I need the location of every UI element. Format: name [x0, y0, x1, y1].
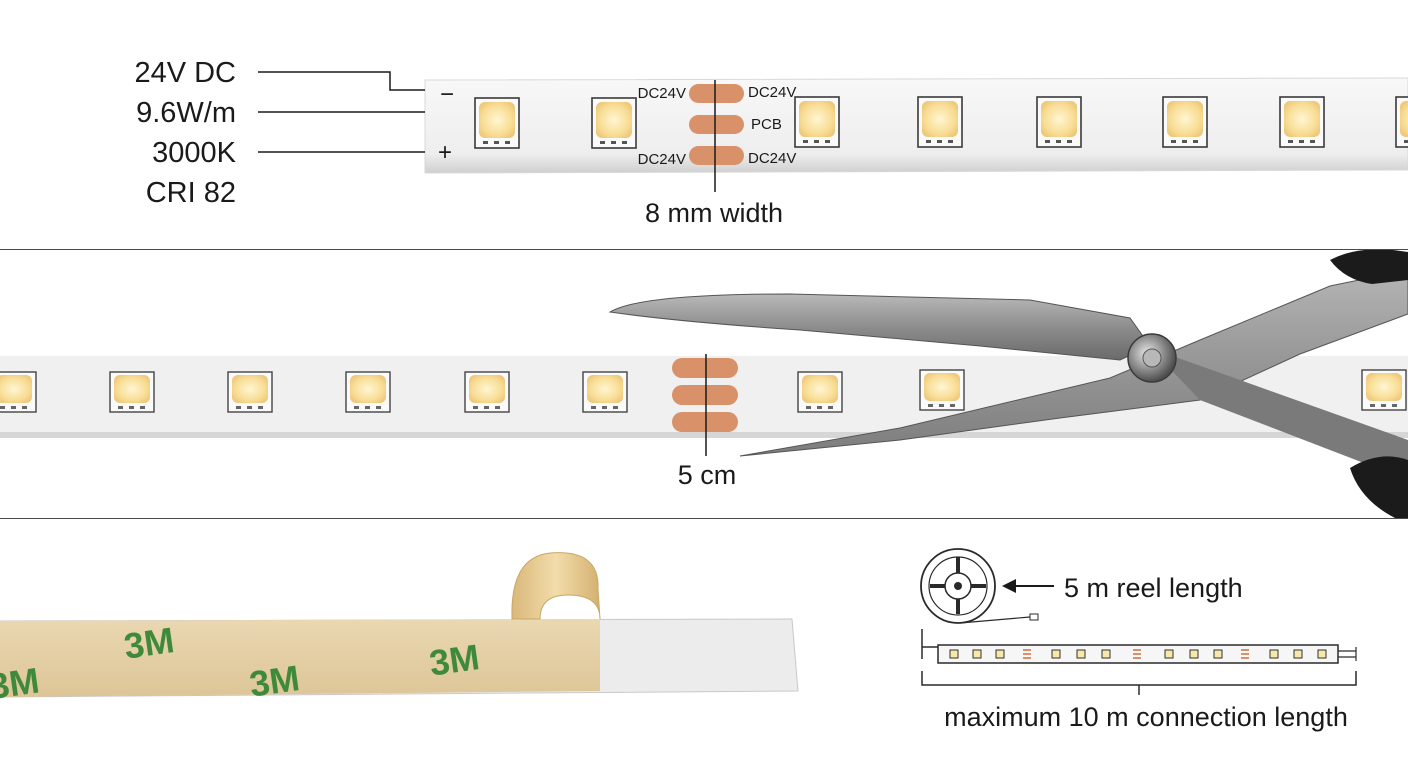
cut-diagram: 5 cm [0, 250, 1408, 518]
solder-pad [689, 146, 744, 165]
adhesive-tape-liner [0, 619, 600, 697]
solder-pad [689, 115, 744, 134]
led-chip [345, 371, 391, 413]
spec-diagram: DC24V DC24V PCB DC24V DC24V − + 24V DC 9… [134, 57, 1408, 228]
tape-brand-logo: 3M [247, 657, 302, 705]
plus-symbol: + [438, 139, 452, 166]
pad-label-top-left: DC24V [638, 85, 686, 102]
solder-pad [689, 84, 744, 103]
tape-brand-logo: 3M [0, 659, 42, 707]
solder-pad [672, 412, 738, 432]
solder-pad [672, 385, 738, 405]
tape-brand-logo: 3M [121, 619, 176, 667]
led-chip [1036, 96, 1082, 148]
color-temp-label: 3000K [152, 137, 237, 169]
led-chip [1162, 96, 1208, 148]
led-strip-top [424, 77, 1408, 174]
spec-panel: DC24V DC24V PCB DC24V DC24V − + 24V DC 9… [0, 0, 1408, 250]
scissors-lower-blade [739, 269, 1408, 457]
pad-label-top-right: DC24V [748, 84, 796, 101]
pad-label-bottom-right: DC24V [748, 150, 796, 167]
led-chip [582, 371, 628, 413]
reel-length-label: 5 m reel length [1064, 573, 1243, 603]
scissors-upper-blade [608, 293, 1151, 361]
divider [0, 249, 1408, 250]
scissors-handle-top [1330, 250, 1408, 284]
cut-panel: 5 cm [0, 250, 1408, 518]
led-chip [917, 96, 963, 148]
voltage-label: 24V DC [134, 57, 236, 89]
pad-label-bottom-left: DC24V [638, 151, 686, 168]
cut-distance-label: 5 cm [678, 460, 737, 490]
pad-label-pcb: PCB [751, 116, 782, 133]
connection-length-bracket [921, 671, 1357, 686]
led-chip [1361, 369, 1407, 411]
minus-symbol: − [440, 81, 454, 108]
divider [0, 518, 1408, 519]
led-chip [464, 371, 510, 413]
scissors-handle-bottom [1350, 456, 1408, 518]
mini-led-strip [921, 629, 1357, 664]
led-chip [1279, 96, 1325, 148]
led-chip [474, 97, 520, 149]
led-chip [1395, 96, 1408, 148]
width-label: 8 mm width [645, 198, 783, 228]
power-label: 9.6W/m [136, 97, 236, 129]
led-chip [797, 371, 843, 413]
peeled-tape-curl [511, 552, 601, 620]
connection-length-label: maximum 10 m connection length [944, 702, 1348, 732]
adhesive-panel: 3M 3M 3M 3M 5 m reel length [0, 519, 1408, 769]
tape-brand-logo: 3M [427, 636, 482, 684]
cri-label: CRI 82 [146, 177, 236, 209]
adhesive-and-length-diagram: 3M 3M 3M 3M 5 m reel length [0, 548, 1357, 732]
led-chip [109, 371, 155, 413]
led-chip [794, 96, 840, 148]
reel-icon [920, 548, 1039, 624]
led-chip [919, 369, 965, 411]
led-chip [227, 371, 273, 413]
led-chip [591, 97, 637, 149]
solder-pad [672, 358, 738, 378]
led-chip [0, 371, 37, 413]
